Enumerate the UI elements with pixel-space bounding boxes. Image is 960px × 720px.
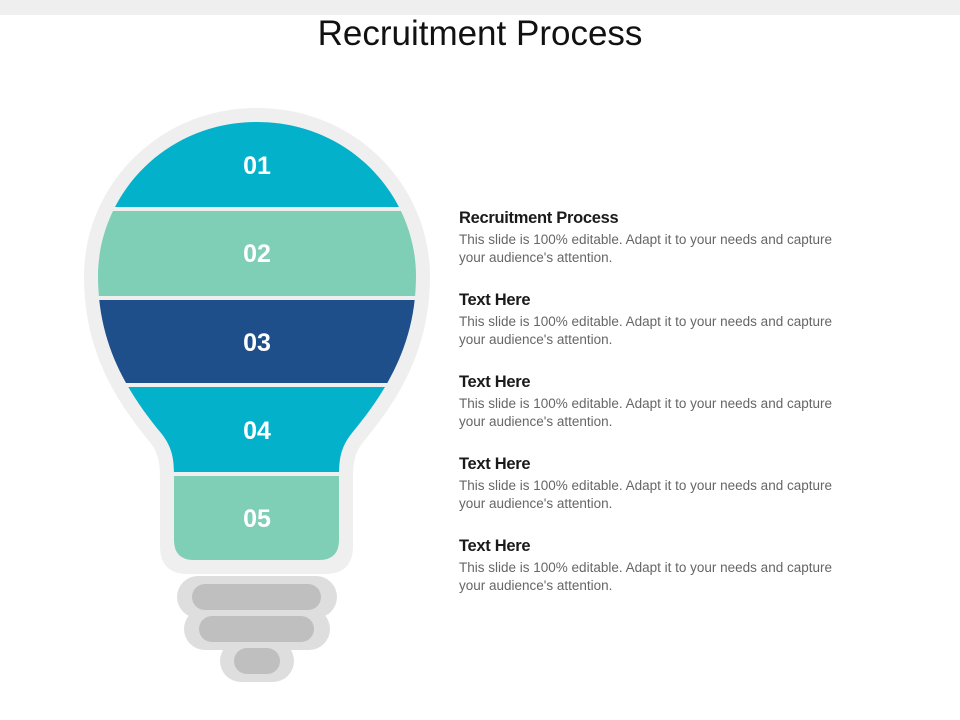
item-description: This slide is 100% editable. Adapt it to… bbox=[459, 314, 832, 347]
segment-number-3: 03 bbox=[243, 329, 271, 357]
item-title: Text Here bbox=[459, 373, 531, 391]
bulb-segment-2 bbox=[98, 211, 416, 296]
item-title: Text Here bbox=[459, 455, 531, 473]
segment-number-4: 04 bbox=[243, 417, 271, 445]
item-description: This slide is 100% editable. Adapt it to… bbox=[459, 478, 832, 511]
item-description: This slide is 100% editable. Adapt it to… bbox=[459, 396, 832, 429]
top-strip bbox=[0, 0, 960, 15]
bulb-base bbox=[177, 576, 337, 682]
segment-number-1: 01 bbox=[243, 152, 271, 180]
item-title: Recruitment Process bbox=[459, 209, 619, 227]
bulb-segment-3 bbox=[98, 300, 416, 383]
item-description: This slide is 100% editable. Adapt it to… bbox=[459, 560, 832, 593]
segment-number-2: 02 bbox=[243, 240, 271, 268]
item-description: This slide is 100% editable. Adapt it to… bbox=[459, 232, 832, 265]
slide-title: Recruitment Process bbox=[317, 14, 643, 53]
item-title: Text Here bbox=[459, 291, 531, 309]
segment-number-5: 05 bbox=[243, 505, 271, 533]
item-title: Text Here bbox=[459, 537, 531, 555]
